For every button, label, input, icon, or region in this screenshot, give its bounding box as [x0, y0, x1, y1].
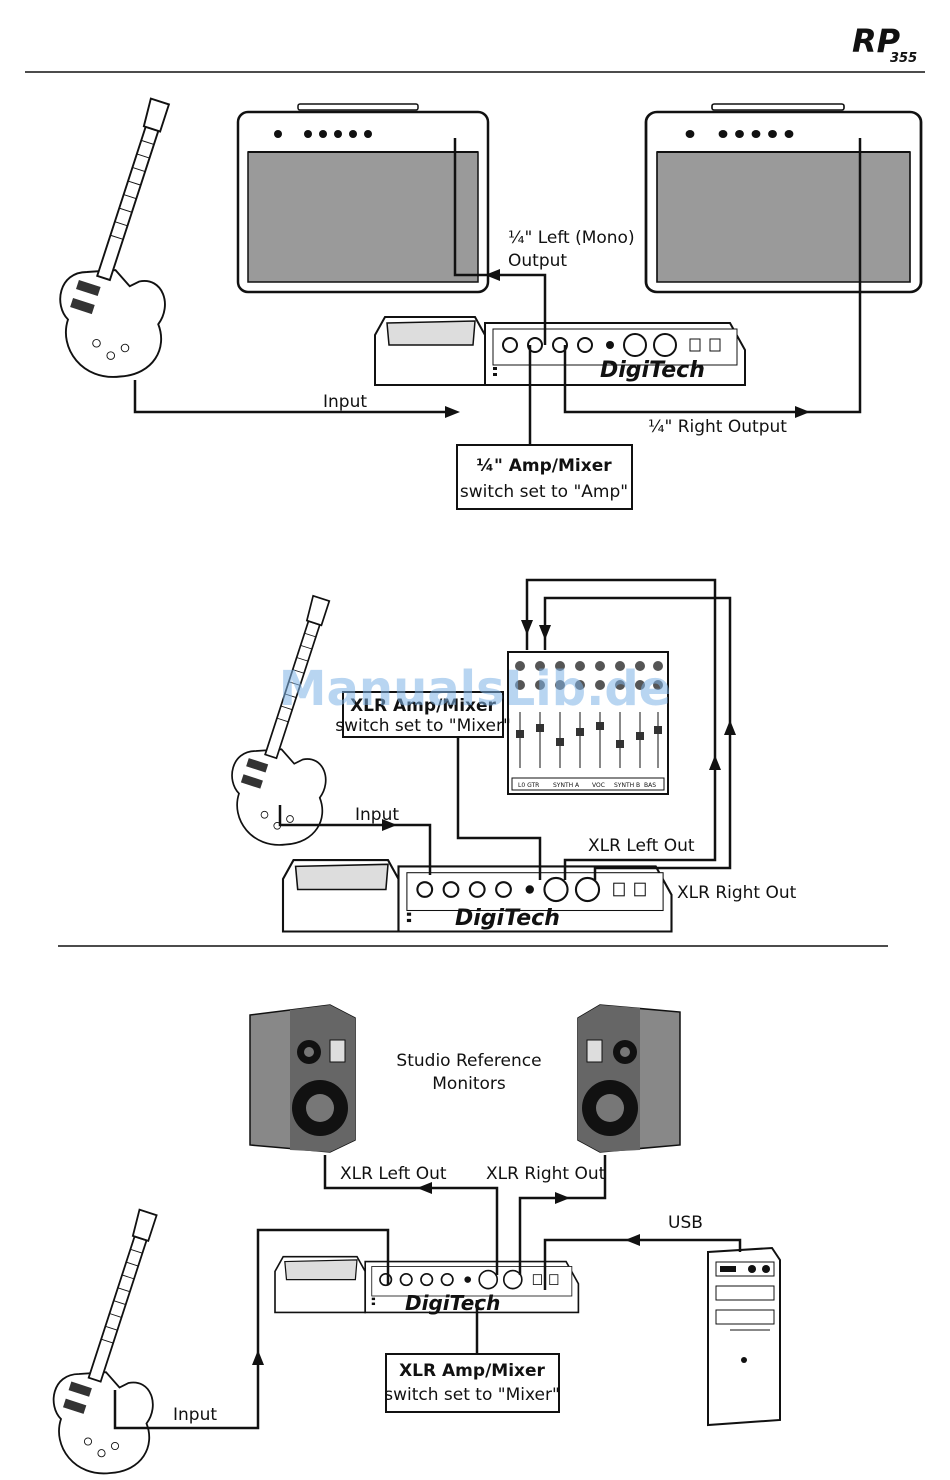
monitors-label-1: Studio Reference: [396, 1051, 541, 1071]
input-cable: [113, 1228, 390, 1430]
switch-callout-box: [456, 444, 633, 510]
rp355-logo: RP 355: [852, 22, 917, 66]
mixer-channel-5: BAS: [644, 782, 656, 789]
switch-note: switch set to "Amp": [460, 482, 628, 502]
xlr-right-label: XLR Right Out: [677, 883, 797, 903]
switch-callout-box: [385, 1353, 560, 1413]
monitors-label-2: Monitors: [432, 1074, 506, 1094]
input-cable: [278, 805, 432, 875]
usb-label: USB: [668, 1213, 703, 1233]
left-amp-icon: [236, 102, 490, 294]
switch-note: switch set to "Mixer": [384, 1385, 560, 1405]
device-brand: DigiTech: [600, 358, 705, 383]
mixer-channel-2: SYNTH A: [553, 782, 580, 789]
diagram-amp-setup: DigiTech ¼" Left (Mono) Output Input ¼" …: [59, 97, 923, 510]
diagram-monitor-setup: DigiTech Studio Reference Monitors XLR L…: [52, 1004, 781, 1475]
xlr-left-label: XLR Left Out: [588, 836, 695, 856]
guitar-icon: [52, 1208, 158, 1475]
switch-leader: [456, 735, 542, 880]
mixer-channel-1: L0 GTR: [518, 782, 539, 789]
input-label: Input: [173, 1405, 217, 1425]
switch-note: switch set to "Mixer": [335, 716, 511, 736]
left-monitor-icon: [249, 1004, 356, 1153]
input-label: Input: [355, 805, 399, 825]
switch-title: ¼" Amp/Mixer: [476, 456, 612, 476]
device-brand: DigiTech: [405, 1291, 500, 1315]
device-brand: DigiTech: [455, 906, 560, 931]
right-output-label: ¼" Right Output: [648, 417, 787, 437]
usb-cable: [543, 1238, 742, 1290]
diagram-mixer-setup: DigiTech L0 GTR SYNTH A VOC SYNTH B BAS: [231, 578, 797, 933]
input-label: Input: [323, 392, 367, 412]
xlr-left-label: XLR Left Out: [340, 1164, 447, 1184]
watermark: ManualsLib.de: [279, 661, 671, 717]
switch-title: XLR Amp/Mixer: [399, 1361, 545, 1381]
mixer-channel-3: VOC: [592, 782, 605, 789]
logo-main: RP: [852, 22, 901, 60]
xlr-left-cable: [323, 1155, 499, 1275]
mixer-icon: L0 GTR SYNTH A VOC SYNTH B BAS: [507, 651, 669, 795]
guitar-icon: [59, 97, 170, 378]
input-cable: [133, 380, 445, 414]
right-monitor-icon: [577, 1004, 681, 1153]
xlr-left-cable: [525, 578, 717, 880]
switch-title: XLR Amp/Mixer: [350, 696, 496, 716]
logo-sub: 355: [890, 51, 917, 66]
computer-icon: [707, 1246, 781, 1427]
left-output-label-2: Output: [508, 251, 567, 271]
left-output-label-1: ¼" Left (Mono): [508, 228, 635, 248]
mixer-channel-4: SYNTH B: [614, 782, 640, 789]
xlr-right-label: XLR Right Out: [486, 1164, 606, 1184]
switch-callout-box: [342, 691, 504, 738]
right-amp-icon: [644, 102, 923, 294]
right-output-cable: [563, 138, 862, 414]
